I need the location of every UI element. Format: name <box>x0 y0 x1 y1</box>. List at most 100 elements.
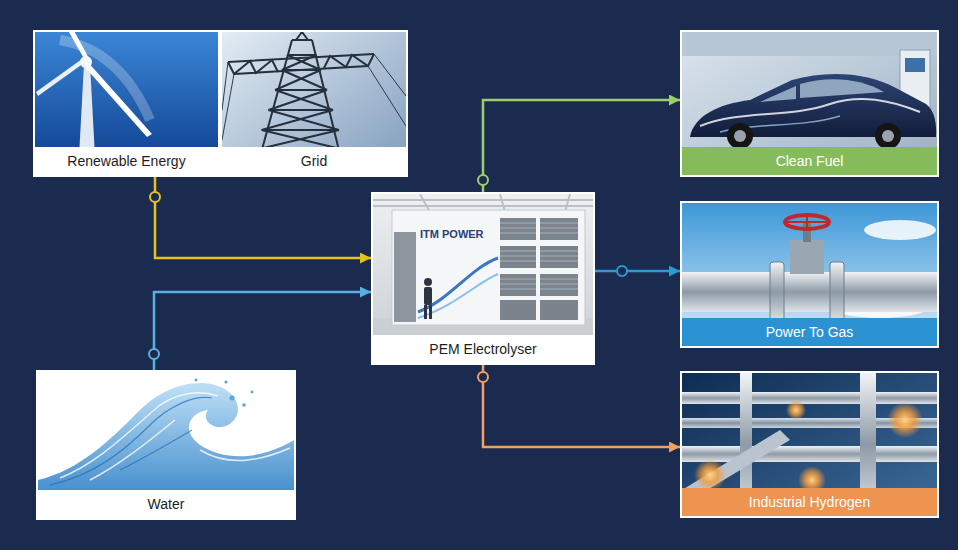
water-wave-photo <box>230 396 235 401</box>
power-pylon-photo <box>222 54 406 140</box>
hydrogen-car-photo <box>682 32 937 175</box>
electrolyser-container-photo <box>373 194 593 363</box>
water-wave-photo <box>50 397 212 485</box>
flow-arrow <box>483 365 680 447</box>
caption-strip: PEM Electrolyser <box>373 335 593 363</box>
hydrogen-car-photo <box>760 86 796 102</box>
caption-strip: Grid <box>222 147 406 175</box>
power-pylon-photo <box>222 54 406 140</box>
hydrogen-car-photo <box>727 123 753 149</box>
industrial-pipes-photo <box>786 400 806 420</box>
caption-strip: Renewable Energy <box>35 147 218 175</box>
electrolyser-container-photo <box>424 287 432 305</box>
node-title: Industrial Hydrogen <box>749 494 870 511</box>
electrolyser-container-photo <box>500 218 578 320</box>
industrial-pipes-photo <box>682 392 937 404</box>
wind-turbine-photo <box>35 32 218 175</box>
electrolyser-container-photo <box>424 305 427 319</box>
source-photo-box: Renewable Energy <box>33 30 220 177</box>
gas-pipe-valve-photo <box>830 262 844 322</box>
flow-arrow <box>154 292 371 370</box>
process-photo-box: PEM Electrolyser <box>371 192 595 365</box>
flow-origin-dot <box>478 372 488 382</box>
hydrogen-car-photo <box>905 58 925 72</box>
node-title: Renewable Energy <box>67 153 185 170</box>
water-wave-photo <box>38 372 294 518</box>
flow-origin-dot <box>150 192 160 202</box>
water-wave-photo <box>90 420 175 480</box>
brand-label: ITM POWER <box>420 228 484 240</box>
industrial-pipes-photo <box>682 446 937 462</box>
electrolyser-container-photo <box>418 258 498 312</box>
electrolyser-container-photo <box>424 278 432 286</box>
water-wave-photo <box>38 372 294 518</box>
power-pylon-photo <box>228 54 374 74</box>
flow-arrow <box>483 100 680 192</box>
hydrogen-car-photo <box>800 79 884 98</box>
gas-pipe-valve-photo <box>790 240 824 274</box>
power-pylon-photo <box>222 32 406 175</box>
gas-pipe-valve-photo <box>682 203 937 346</box>
hydrogen-car-photo <box>875 123 901 149</box>
electrolyser-container-photo <box>500 274 536 296</box>
gas-pipe-valve-photo <box>864 220 936 240</box>
industrial-pipes-photo <box>682 373 937 516</box>
wind-turbine-photo <box>80 56 92 68</box>
electrolyser-container-photo <box>500 300 536 320</box>
node-title: Power To Gas <box>766 324 854 341</box>
electrolyser-container-photo <box>500 279 578 289</box>
flow-arrow <box>155 177 371 258</box>
gas-pipe-valve-photo <box>770 262 784 322</box>
water-wave-photo <box>38 383 294 518</box>
output-photo-box: Clean Fuel <box>680 30 939 177</box>
hydrogen-car-photo <box>682 32 937 56</box>
hydrogen-car-photo <box>734 130 746 142</box>
photo-area <box>682 32 937 147</box>
node-title: Water <box>148 496 185 513</box>
photo-area <box>682 373 937 488</box>
electrolyser-container-photo <box>418 274 498 318</box>
industrial-pipes-photo <box>682 373 937 516</box>
node-title: Grid <box>301 153 327 170</box>
node-title: Clean Fuel <box>776 153 844 170</box>
power-pylon-photo <box>222 32 406 175</box>
electrolyser-container-photo <box>373 194 593 363</box>
wind-turbine-photo <box>36 59 84 96</box>
electrolyser-container-photo <box>540 246 578 268</box>
electrolyser-container-photo <box>500 218 536 240</box>
node-title: PEM Electrolyser <box>429 341 536 358</box>
electrolyser-container-photo <box>500 223 578 233</box>
flow-origin-dot <box>149 349 159 359</box>
electrolyser-container-photo <box>500 223 578 289</box>
hydrogen-car-photo <box>682 32 937 175</box>
wind-turbine-photo <box>35 32 218 175</box>
flow-origin-dot <box>478 175 488 185</box>
power-pylon-photo <box>292 32 312 40</box>
source-photo-box: Grid <box>220 30 408 177</box>
water-wave-photo <box>224 380 227 383</box>
caption-strip: Power To Gas <box>682 318 937 346</box>
water-wave-photo <box>242 403 246 407</box>
industrial-pipes-photo <box>694 459 726 491</box>
caption-strip: Clean Fuel <box>682 147 937 175</box>
electrolyser-container-photo <box>392 210 585 325</box>
caption-strip: Water <box>38 490 294 518</box>
electrolyser-container-photo <box>540 218 578 240</box>
water-wave-photo <box>200 448 290 461</box>
electrolyser-container-photo <box>540 300 578 320</box>
output-photo-box: Power To Gas <box>680 201 939 348</box>
electrolyser-container-photo <box>373 194 593 212</box>
electrolyser-container-photo <box>540 274 578 296</box>
hydrogen-car-photo <box>882 130 894 142</box>
photo-area <box>222 32 406 147</box>
gas-pipe-valve-photo <box>682 272 937 312</box>
water-wave-photo <box>120 430 192 470</box>
electrolyser-container-photo <box>424 278 432 319</box>
hydrogen-car-photo <box>690 74 936 137</box>
water-wave-photo <box>195 379 198 382</box>
water-wave-photo <box>50 397 212 485</box>
